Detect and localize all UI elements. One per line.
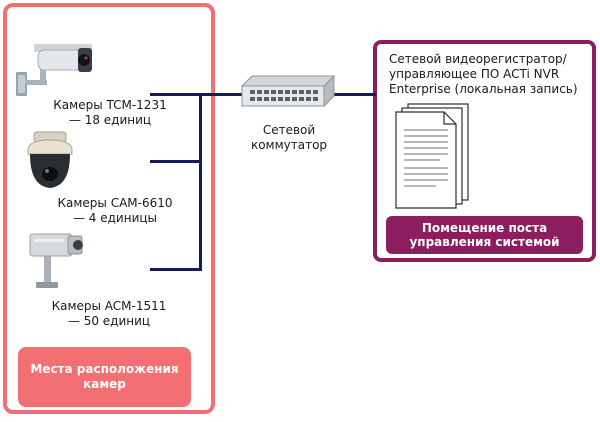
- camera-location-frame: [3, 3, 215, 414]
- camera-group-1-count: — 18 единиц: [68, 113, 152, 127]
- camera-group-3-count: — 50 единиц: [67, 314, 151, 328]
- nvr-label-line1: Сетевой видеорегистратор/: [389, 52, 567, 66]
- connector-cam3: [150, 268, 202, 271]
- camera-group-3-name: Камеры ACM-1511: [51, 299, 167, 313]
- nvr-label-line3: Enterprise (локальная запись): [389, 82, 578, 96]
- camera-group-2-name: Камеры CAM-6610: [57, 196, 173, 210]
- connector-trunk: [199, 93, 202, 271]
- server-document-icon: [395, 103, 469, 209]
- camera-group-2-count: — 4 единицы: [72, 211, 158, 225]
- connector-to-nvr: [334, 93, 376, 96]
- connector-cam1: [150, 93, 202, 96]
- control-room-line1: Помещение поста: [421, 221, 548, 235]
- network-switch-icon: [240, 74, 336, 108]
- camera-location-line1: Места расположения: [30, 362, 179, 376]
- switch-label-line2: коммутатор: [250, 138, 328, 152]
- control-room-line2: управления системой: [409, 235, 560, 249]
- connector-to-switch: [199, 93, 243, 96]
- connector-cam2: [150, 160, 202, 163]
- camera-group-1-name: Камеры TCM-1231: [53, 98, 167, 112]
- nvr-label-line2: управляющее ПО ACTi NVR: [389, 67, 560, 81]
- control-room-frame: [373, 40, 596, 262]
- bullet-camera-icon: [16, 44, 92, 96]
- camera-location-badge: Места расположения камер: [18, 347, 191, 407]
- camera-location-line2: камер: [83, 377, 126, 391]
- switch-label-line1: Сетевой: [262, 123, 316, 137]
- control-room-badge: Помещение поста управления системой: [386, 216, 583, 254]
- dome-camera-icon: [27, 131, 73, 188]
- box-camera-icon: [29, 233, 83, 288]
